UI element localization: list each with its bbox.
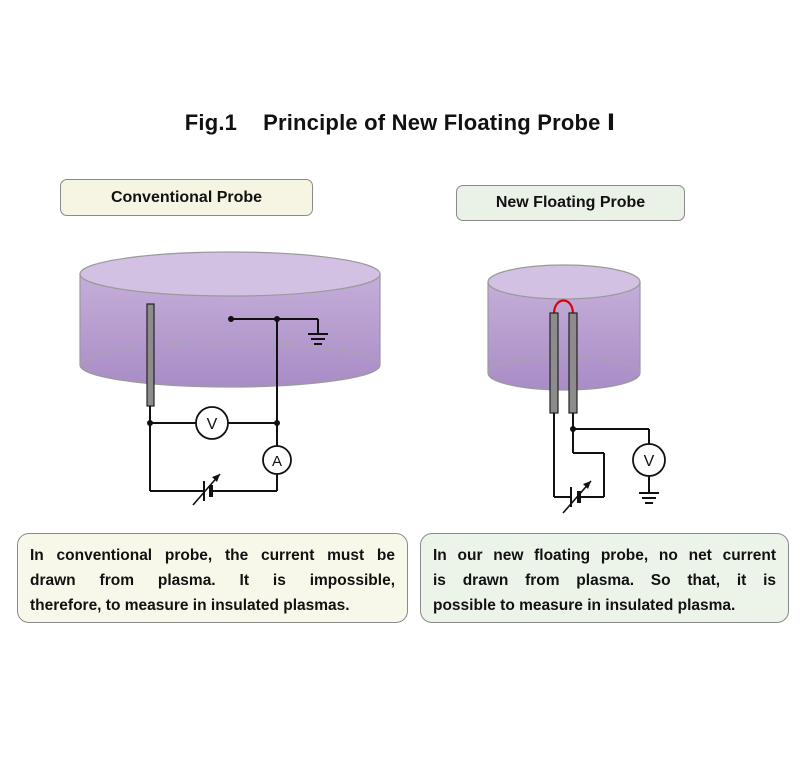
description-line: therefore, to measure in insulated plasm… <box>30 597 350 614</box>
description-line: In our new floating probe, no net curren… <box>433 547 776 564</box>
description-line: possible to measure in insulated plasma. <box>433 597 736 614</box>
conventional-probe-label-text: Conventional Probe <box>110 188 263 206</box>
circuit-wires-right <box>553 413 650 498</box>
conventional-probe-diagram: V A <box>79 251 381 506</box>
floating-probe-label-text: New Floating Probe <box>495 194 646 211</box>
probe-link-wire <box>552 299 575 315</box>
figure-title-text: Principle of New Floating Probe Ⅰ <box>263 110 616 135</box>
floating-probe-label: New Floating Probe <box>456 185 685 221</box>
probe-electrode-left <box>146 303 155 407</box>
voltmeter-right: V <box>632 443 666 477</box>
figure-number: Fig.1 <box>184 110 238 135</box>
variable-battery-right <box>562 480 592 514</box>
probe-electrode-right-a <box>549 312 559 414</box>
floating-probe-diagram: V <box>487 264 666 514</box>
voltmeter-right-symbol: V <box>644 453 655 470</box>
plasma-chamber-right <box>487 264 641 391</box>
probe-electrode-right-b <box>568 312 578 414</box>
floating-probe-description: In our new floating probe, no net curren… <box>420 533 789 623</box>
conventional-probe-label: Conventional Probe <box>60 179 313 216</box>
junction-dots-left <box>147 316 280 426</box>
voltmeter-left: V <box>195 406 229 440</box>
conventional-probe-description: In conventional probe, the current must … <box>17 533 408 623</box>
ground-symbol-right <box>639 492 659 504</box>
ground-symbol-left <box>308 333 328 345</box>
description-line: is drawn from plasma. So that, it is <box>433 572 776 589</box>
junction-dot-right <box>570 426 576 432</box>
description-line: drawn from plasma. It is impossible, <box>30 572 395 589</box>
voltmeter-left-symbol: V <box>207 416 218 433</box>
description-line: In conventional probe, the current must … <box>30 547 395 564</box>
figure-title: Fig.1 Principle of New Floating Probe Ⅰ <box>0 110 800 136</box>
plasma-chamber-left <box>79 251 381 388</box>
variable-battery-left <box>192 473 221 506</box>
ammeter-left-symbol: A <box>272 453 282 470</box>
ammeter-left: A <box>262 445 292 475</box>
